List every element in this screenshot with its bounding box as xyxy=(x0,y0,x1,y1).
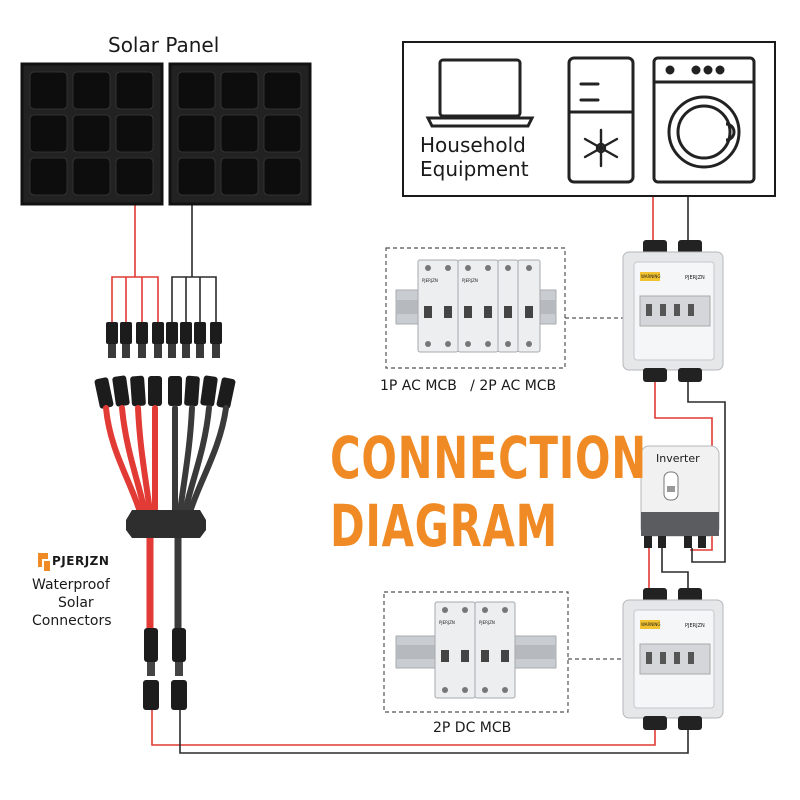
dc-breaker-brand-2: PJERJZN xyxy=(479,620,495,625)
solar-panel-left xyxy=(20,62,164,206)
dc-mcb-dashed-frame xyxy=(383,591,569,713)
y-branch-cable xyxy=(94,375,236,710)
branch-connectors-small xyxy=(106,322,222,358)
dc-distribution-box xyxy=(622,588,724,730)
wiring xyxy=(111,196,726,754)
dc-box-warning: WARNING xyxy=(641,622,661,627)
ac-mcb-breakers xyxy=(395,259,557,353)
brand-name: PJERJZN xyxy=(52,554,110,568)
snowflake-icon xyxy=(583,128,619,168)
dc-red-return xyxy=(151,710,656,746)
ac-box-warning: WARNING xyxy=(641,274,661,279)
laptop-icon xyxy=(425,58,535,128)
dc-mcb-label: 2P DC MCB xyxy=(433,720,512,736)
acbox-to-inverter-red xyxy=(654,380,713,551)
inverter-label: Inverter xyxy=(656,452,700,465)
dc-breaker-brand-1: PJERJZN xyxy=(439,620,455,625)
ac-box-brand: PJERJZN xyxy=(685,275,705,281)
inverter-to-dcbox-black xyxy=(661,548,689,598)
diagram-title-line2: DIAGRAM xyxy=(330,492,558,560)
ac-breaker-brand-2: PJERJZN xyxy=(462,278,478,283)
connectors-label-line3: Connectors xyxy=(32,613,112,629)
household-label-line1: Household xyxy=(420,133,526,157)
inverter-unit xyxy=(640,445,720,548)
refrigerator-icon xyxy=(567,56,635,184)
washing-machine-icon xyxy=(652,56,756,184)
ac-mcb-dashed-frame xyxy=(385,247,566,369)
ac-mcb-label: 1P AC MCB / 2P AC MCB xyxy=(380,378,557,394)
panel1-branch-red xyxy=(111,276,159,322)
household-label-line2: Equipment xyxy=(420,157,529,181)
solar-panel-label: Solar Panel xyxy=(108,33,220,57)
dc-mcb-breakers xyxy=(395,601,557,699)
connectors-label-line1: Waterproof xyxy=(32,577,110,593)
dc-black-return xyxy=(179,710,689,754)
diagram-title-line1: CONNECTION xyxy=(330,424,647,492)
panel2-branch-black xyxy=(171,276,217,322)
brand-logo-icon xyxy=(38,553,50,571)
dc-box-brand: PJERJZN xyxy=(685,623,705,629)
connectors-label-line2: Solar xyxy=(58,595,94,611)
ac-breaker-brand-1: PJERJZN xyxy=(422,278,438,283)
acbox-to-inverter-black xyxy=(687,380,726,563)
solar-panel-right xyxy=(168,62,312,206)
ac-distribution-box xyxy=(622,240,724,382)
